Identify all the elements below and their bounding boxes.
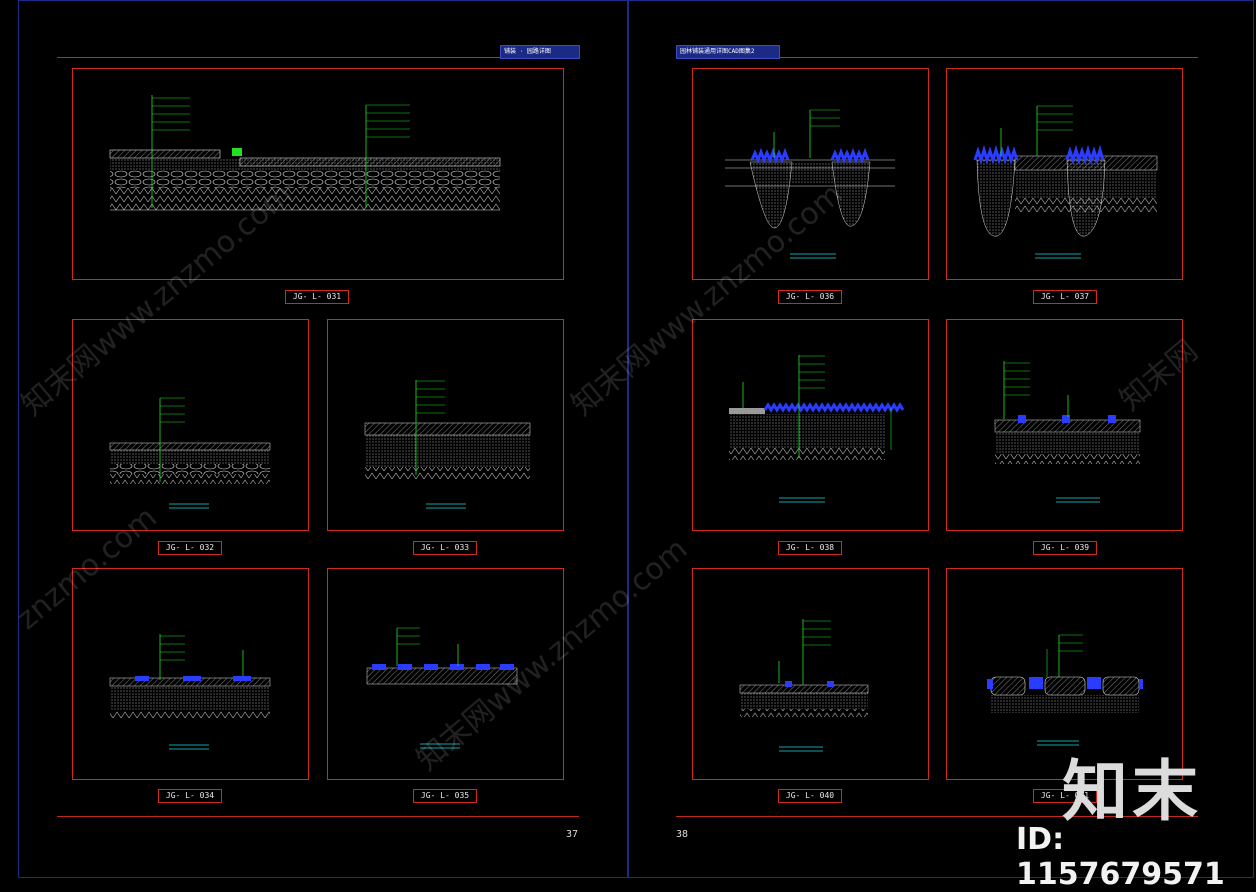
drawing-label-039: JG- L- 039	[1033, 541, 1097, 555]
right-page-border	[628, 0, 1254, 878]
drawing-label-037: JG- L- 037	[1033, 290, 1097, 304]
left-header-rule	[57, 57, 579, 58]
detail-panel-035	[327, 568, 564, 780]
left-page-number: 37	[566, 829, 579, 840]
drawing-label-032: JG- L- 032	[158, 541, 222, 555]
left-page-border	[18, 0, 628, 878]
drawing-label-033: JG- L- 033	[413, 541, 477, 555]
section-drawing-035	[366, 627, 518, 749]
detail-panel-031	[72, 68, 564, 280]
section-drawing-036	[725, 109, 895, 259]
left-footer-rule	[57, 816, 579, 817]
section-drawing-031	[109, 95, 501, 211]
detail-panel-040	[692, 568, 929, 780]
detail-panel-032	[72, 319, 309, 531]
right-page-number: 38	[676, 829, 689, 840]
drawing-label-034: JG- L- 034	[158, 789, 222, 803]
section-drawing-038	[729, 355, 905, 503]
left-header-tab: 铺装 · 园路详图	[500, 45, 580, 59]
brand-logo: 知末	[1062, 753, 1202, 830]
section-drawing-040	[739, 619, 869, 752]
section-drawing-033	[364, 380, 531, 509]
drawing-label-038: JG- L- 038	[778, 541, 842, 555]
drawing-label-031: JG- L- 031	[285, 290, 349, 304]
drawing-label-041: JG- L- 041	[1033, 789, 1097, 803]
image-id: ID: 1157679571	[1016, 822, 1225, 892]
detail-panel-034	[72, 568, 309, 780]
section-drawing-039	[994, 361, 1141, 503]
drawing-label-036: JG- L- 036	[778, 290, 842, 304]
section-drawing-037	[973, 105, 1158, 259]
section-drawing-032	[109, 397, 271, 509]
section-drawing-041	[987, 634, 1143, 746]
right-footer-rule	[676, 816, 1198, 817]
detail-panel-037	[946, 68, 1183, 280]
detail-panel-039	[946, 319, 1183, 531]
detail-panel-036	[692, 68, 929, 280]
drawing-label-035: JG- L- 035	[413, 789, 477, 803]
section-drawing-034	[109, 634, 271, 750]
right-header-tab: 园林铺装通用详图CAD图集2	[676, 45, 780, 59]
detail-panel-038	[692, 319, 929, 531]
detail-panel-033	[327, 319, 564, 531]
drawing-label-040: JG- L- 040	[778, 789, 842, 803]
detail-panel-041	[946, 568, 1183, 780]
right-header-rule	[676, 57, 1198, 58]
